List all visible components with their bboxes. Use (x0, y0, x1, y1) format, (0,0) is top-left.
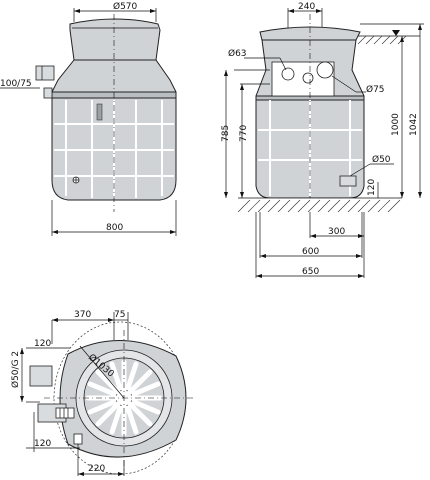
top-view: 370 75 Ø1030 (10, 310, 196, 476)
side-height-d-label: 1042 (409, 113, 419, 136)
side-height-a-label: 785 (221, 125, 231, 142)
front-width-label: 800 (106, 223, 123, 233)
side-hole-b-label: Ø75 (366, 84, 385, 95)
top-bottom-dim-label: 220 (88, 464, 105, 474)
front-top-diameter-label: Ø570 (113, 1, 138, 12)
side-offset-label: 300 (328, 227, 345, 237)
top-pipe-label: Ø50/G 2 (10, 351, 21, 388)
side-top-width-label: 240 (298, 2, 315, 12)
side-height-b-label: 770 (239, 125, 249, 142)
top-left-bottom-dim-label: 120 (34, 439, 51, 449)
top-left-top-dim-label: 120 (34, 339, 51, 349)
top-dim-b-label: 75 (114, 310, 125, 320)
top-dim-a-label: 370 (74, 310, 91, 320)
side-outlet-height-label: 120 (367, 179, 377, 196)
front-pipe-size-label: 100/75 (0, 79, 32, 89)
side-outlet-label: Ø50 (372, 154, 391, 165)
front-view: Ø570 100/75 800 (0, 1, 177, 236)
side-total-width-label: 650 (302, 267, 319, 277)
side-base-width-label: 600 (302, 247, 319, 257)
side-hole-a-label: Ø63 (228, 48, 247, 59)
side-height-c-label: 1000 (391, 113, 401, 136)
side-view: 240 Ø63 Ø75 785 770 (221, 2, 424, 278)
